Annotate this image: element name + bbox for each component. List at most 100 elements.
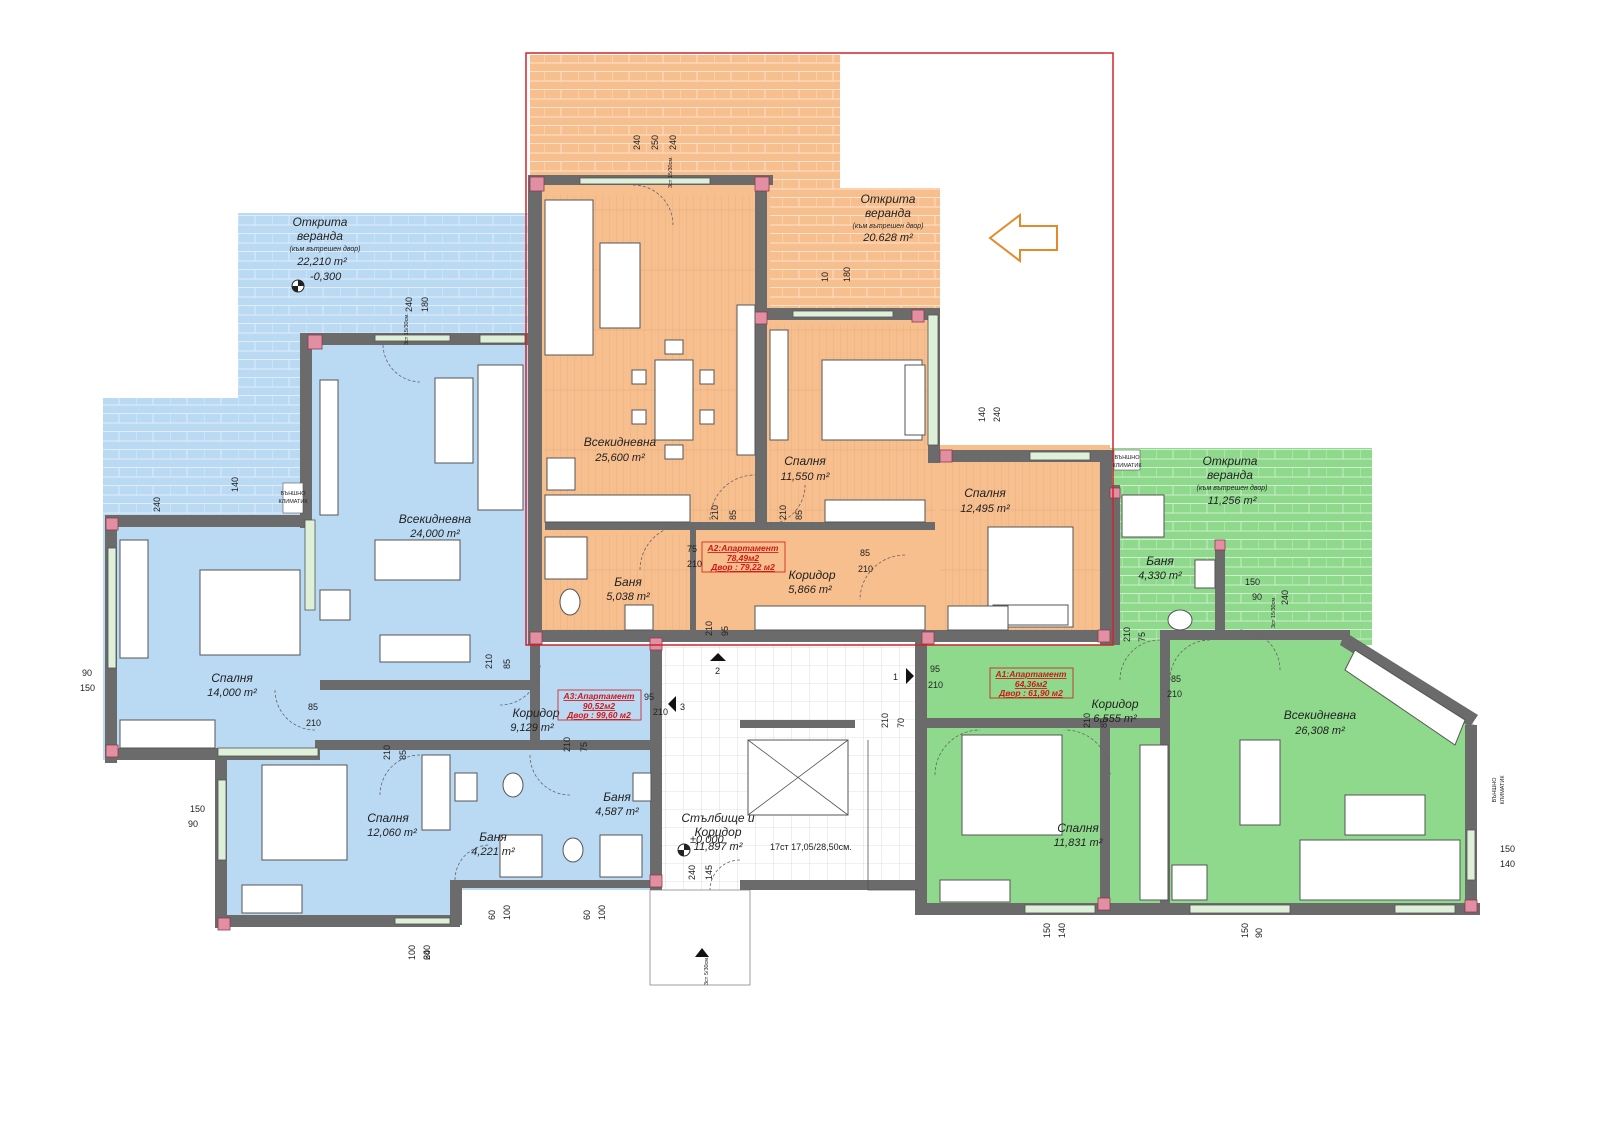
room-area: 14,000 m² (207, 687, 257, 699)
room-name-line: Открита (293, 215, 348, 229)
dimension-value: 240 (632, 135, 642, 150)
orientation-arrow (988, 212, 1058, 264)
ac-label-line: КЛИМАТИК (1500, 775, 1506, 805)
room-name: Спалня (1057, 821, 1099, 835)
dimension-value: 90 (1254, 928, 1264, 938)
room-area: 26,308 m² (1294, 725, 1345, 737)
level-marker-main: ±0,000 (677, 834, 724, 857)
apartment-area: 78,49м2 (727, 553, 760, 563)
room-area: 22,210 m² (296, 256, 347, 268)
dimension-value: 95 (644, 692, 654, 702)
apartment-a2-boundary (525, 52, 1114, 646)
dining-table (654, 359, 694, 441)
dimension-value: 85 (1171, 674, 1181, 684)
dimension-value: 85 (860, 548, 870, 558)
room-area: 5,866 m² (788, 584, 832, 596)
dimension-value: 210 (687, 559, 702, 569)
room-name: Баня (1146, 554, 1174, 568)
dimension-value: 210 (858, 564, 873, 574)
dimension-value: 210 (778, 505, 788, 520)
dimension-value: 85 (1099, 718, 1109, 728)
apartment-tag-a1: A1:Апартамент 64,36м2 Двор : 61,90 м2 (989, 667, 1074, 699)
dimension-value: 240 (687, 865, 697, 880)
ac-label-line: ВЪНШНО (1492, 777, 1498, 803)
dimension-value: 85 (794, 510, 804, 520)
columns (105, 176, 1478, 931)
dimension-value: 240 (422, 945, 432, 960)
room-name: Спалня (367, 811, 409, 825)
room-name-line: веранда (297, 229, 343, 243)
dimension-value: 210 (1082, 713, 1092, 728)
dimension-value: 95 (930, 664, 940, 674)
room-name: Коридор (788, 568, 835, 582)
veranda-steps-note: 3ст 15/30см. (404, 313, 410, 345)
apartment-tag-a2: A2:Апартамент 78,49м2 Двор : 79,22 м2 (701, 541, 786, 573)
room-name-line: Стълбище и (681, 811, 755, 825)
room-sub: (към вътрешен двор) (290, 245, 361, 253)
dimension-value: 210 (880, 713, 890, 728)
dimension-value: 90 (82, 668, 92, 678)
room-name: Спалня (211, 671, 253, 685)
dimension-value: 150 (1245, 577, 1260, 587)
level-value-upper: -0,300 (310, 271, 342, 283)
room-sub: (към вътрешен двор) (853, 222, 924, 230)
room-area: 5,038 m² (606, 591, 650, 603)
room-name: Всекидневна (399, 512, 472, 526)
windows (107, 177, 1476, 925)
apartment-title: A2:Апартамент (707, 543, 779, 553)
dimension-value: 85 (502, 659, 512, 669)
room-area: 6,555 m² (1093, 713, 1137, 725)
ac-label-line: КЛИМАТИК (278, 499, 308, 505)
room-name: Баня (603, 790, 631, 804)
dimension-value: 140 (977, 407, 987, 422)
dimension-value: 210 (1122, 627, 1132, 642)
ac-label-line: ВЪНШНО (281, 491, 307, 497)
dimension-value: 140 (1057, 923, 1067, 938)
room-name-line: Коридор (694, 825, 741, 839)
entry-steps-note: 3ст 5/30см. (704, 956, 710, 985)
room-area: 11,550 m² (781, 471, 830, 483)
ac-label-line: КЛИМАТИК (1112, 463, 1142, 469)
dimension-value: 100 (407, 945, 417, 960)
apartment-title: A1:Апартамент (995, 669, 1067, 679)
room-name: Спалня (964, 486, 1006, 500)
dimension-value: 70 (896, 718, 906, 728)
dining-table (1239, 739, 1281, 826)
dimension-value: 150 (1240, 923, 1250, 938)
dimension-value: 250 (650, 135, 660, 150)
ac-unit-label: ВЪНШНО КЛИМАТИК (1112, 449, 1142, 471)
room-area: 25,600 m² (594, 452, 645, 464)
dimension-value: 180 (842, 267, 852, 282)
stairs-note: 17ст 17,05/28,50см. (770, 842, 852, 852)
bed (261, 764, 348, 861)
dimension-value: 140 (230, 477, 240, 492)
dimension-value: 10 (820, 272, 830, 282)
room-sub: (към вътрешен двор) (1197, 484, 1268, 492)
veranda-steps-note: 3ст 15/30см. (668, 156, 674, 188)
apartment-title: A3:Апартамент (563, 691, 635, 701)
apartment-yard: Двор : 99,60 м2 (566, 710, 631, 720)
room-area: 20.628 m² (862, 232, 913, 244)
dimension-value: 100 (597, 905, 607, 920)
dimension-value: 150 (80, 683, 95, 693)
room-area: 12,060 m² (367, 827, 417, 839)
dimension-value: 75 (1137, 632, 1147, 642)
dimension-value: 150 (1500, 844, 1515, 854)
bed (961, 734, 1063, 836)
room-area: 11,831 m² (1054, 837, 1103, 849)
apartment-area: 64,36м2 (1015, 679, 1048, 689)
dimension-value: 85 (398, 750, 408, 760)
dimension-value: 90 (1252, 592, 1262, 602)
room-name: Баня (479, 830, 507, 844)
ac-label-line: ВЪНШНО (1115, 455, 1141, 461)
dimension-value: 100 (502, 905, 512, 920)
level-marker-upper: -0,300 (291, 271, 342, 293)
room-name: Коридор (1091, 697, 1138, 711)
dimension-value: 210 (704, 621, 714, 636)
dining-table (374, 539, 461, 581)
room-name-line: Открита (1203, 454, 1258, 468)
dimension-value: 140 (1500, 859, 1515, 869)
